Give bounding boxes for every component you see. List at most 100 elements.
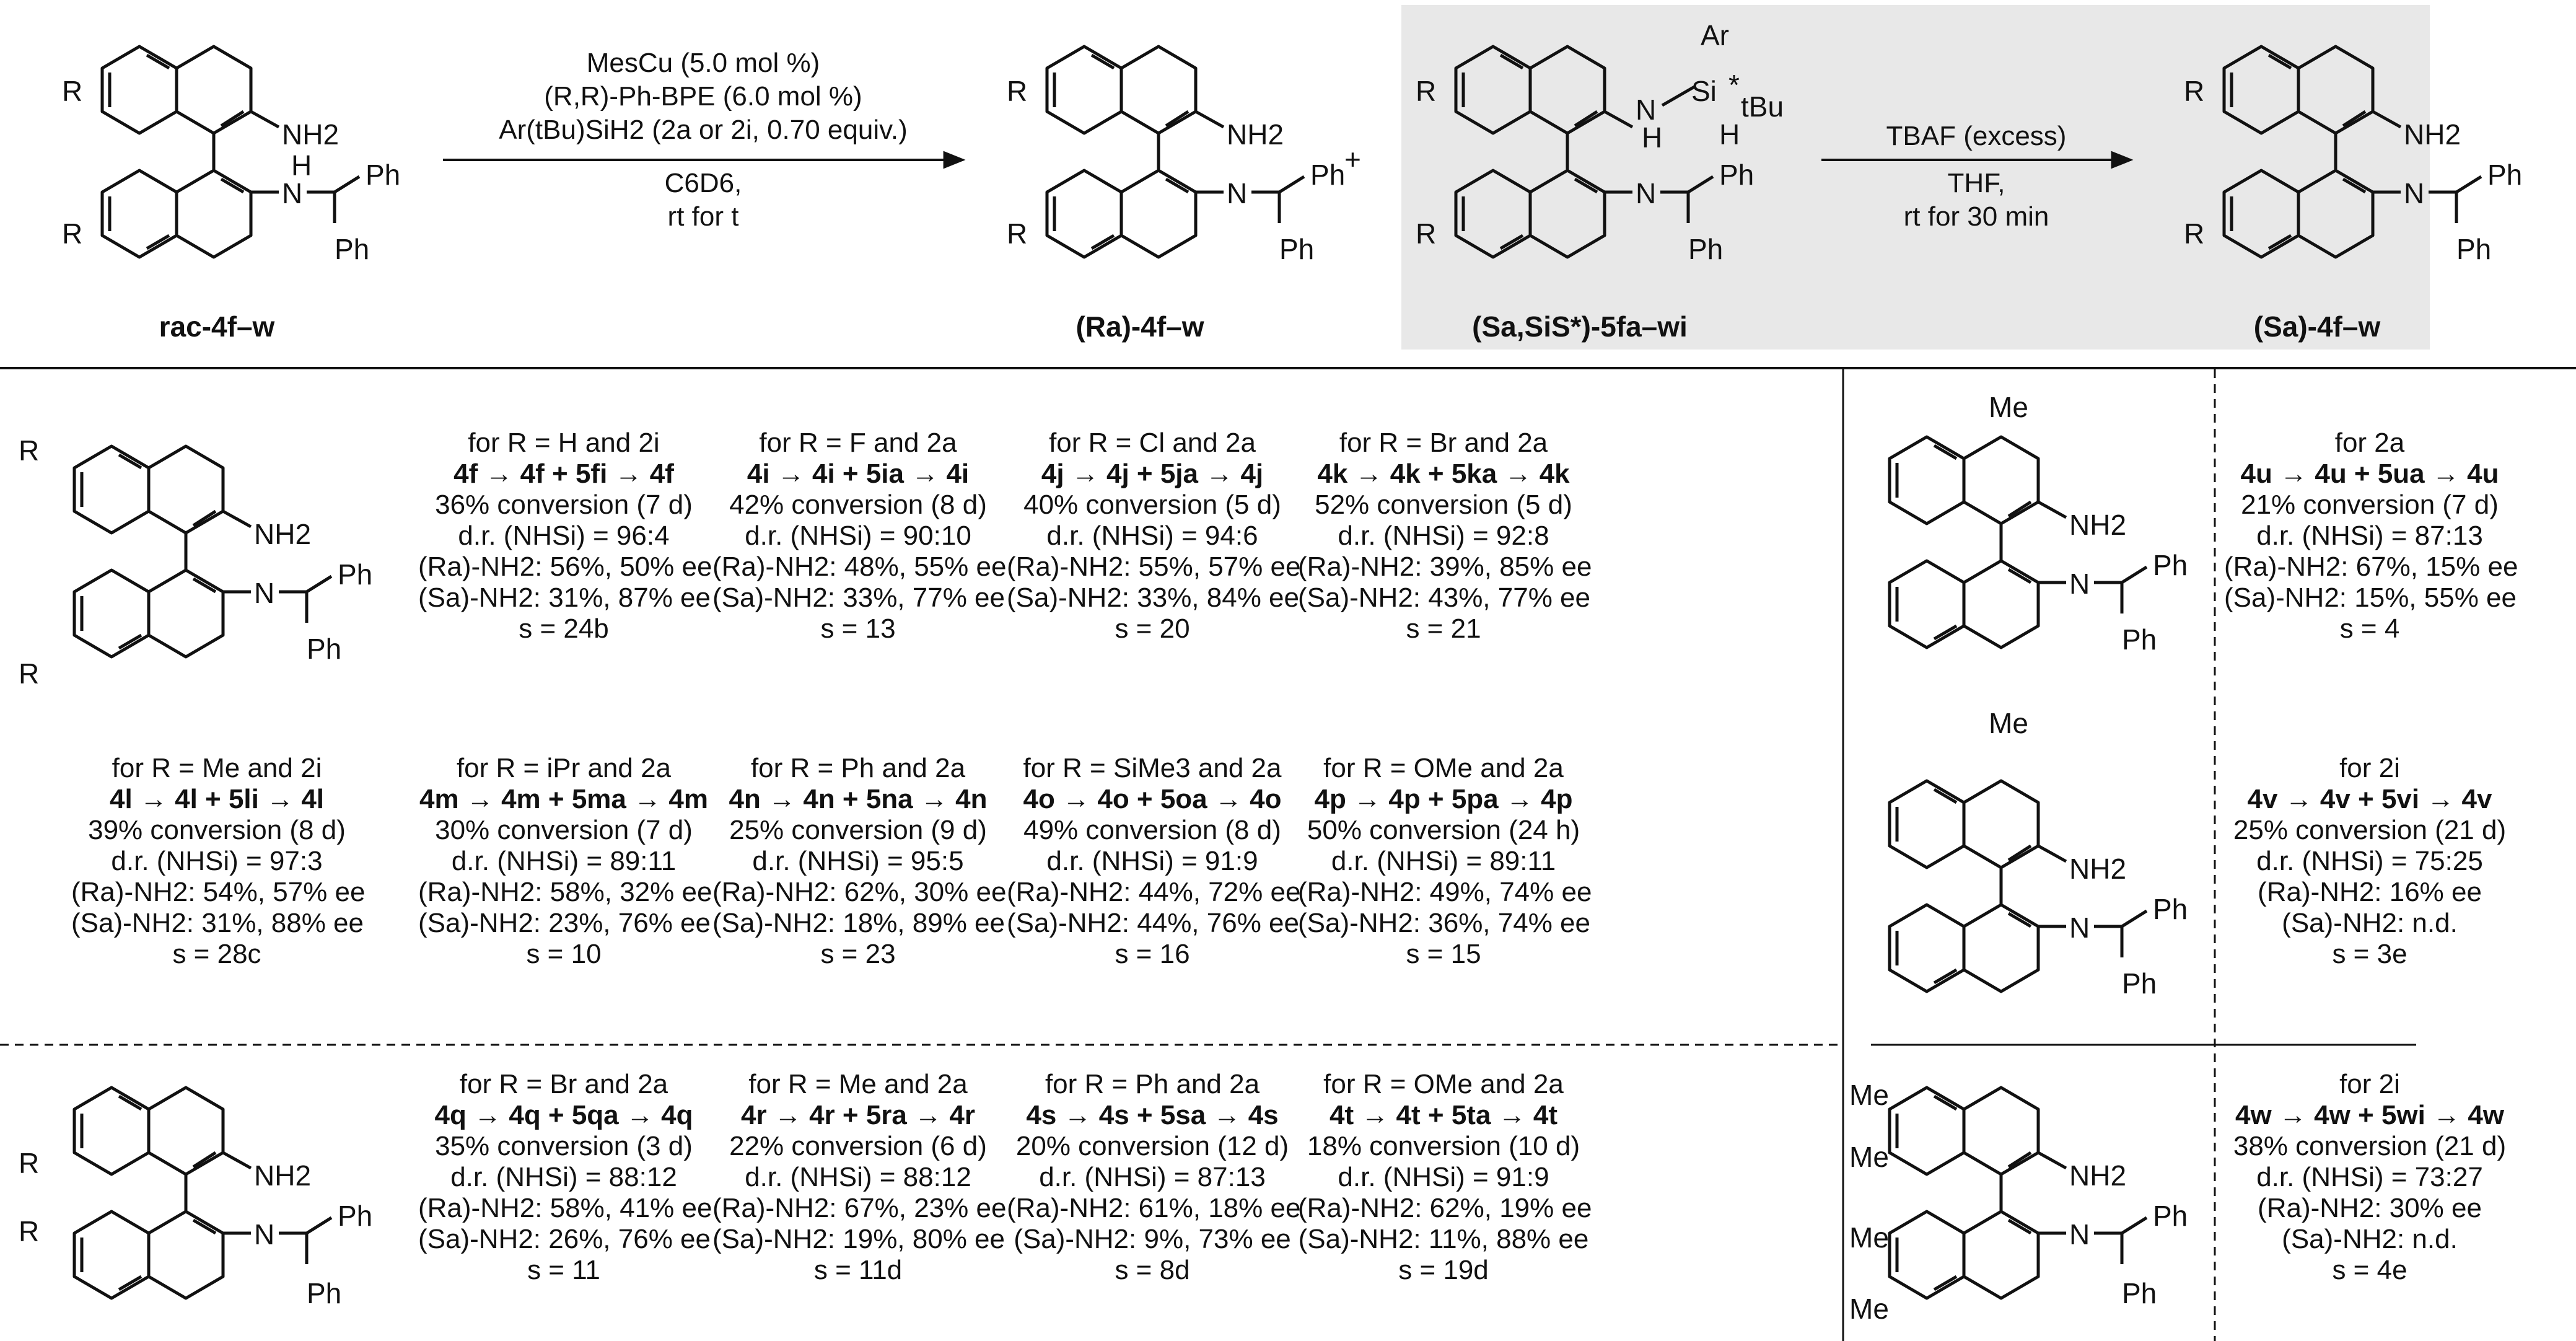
atom-Me-u1: Me xyxy=(1989,391,2028,423)
atom-Ph-u2: Ph xyxy=(2122,623,2157,656)
structure-5 xyxy=(1456,46,1713,257)
atom-Me-u2: Me xyxy=(1989,707,2028,739)
atom-Ph-7-1: Ph xyxy=(338,1200,373,1232)
entry-s: s = 11 xyxy=(527,1255,600,1285)
entry-rxn: 4u → 4u + 5ua → 4u xyxy=(2240,459,2499,489)
entry-rxn: 4k → 4k + 5ka → 4k xyxy=(1317,459,1570,489)
entry-ra: (Ra)-NH2: 56%, 50% ee xyxy=(418,552,712,582)
atom-NH2-p1: NH2 xyxy=(1227,118,1284,151)
atom-NH2-v: NH2 xyxy=(2069,853,2127,885)
entry-cond: for R = Cl and 2a xyxy=(1049,428,1256,458)
entry-conv: 52% conversion (5 d) xyxy=(1315,490,1572,520)
atom-N-v: N xyxy=(2069,912,2090,944)
entry-dr: d.r. (NHSi) = 90:10 xyxy=(745,521,971,551)
entry-ra: (Ra)-NH2: 44%, 72% ee xyxy=(1007,877,1301,907)
structure-4w xyxy=(1890,1088,2147,1298)
entry-dr: d.r. (NHSi) = 97:3 xyxy=(111,846,323,876)
entry-conv: 25% conversion (9 d) xyxy=(729,815,987,845)
entry-dr: d.r. (NHSi) = 88:12 xyxy=(745,1162,971,1192)
entry-conv: 21% conversion (7 d) xyxy=(2241,490,2499,520)
entry-conv: 49% conversion (8 d) xyxy=(1023,815,1281,845)
atom-R-6: R xyxy=(1416,218,1437,250)
atom-R-11: R xyxy=(19,1147,40,1179)
atom-Ph-p1-2: Ph xyxy=(1279,233,1315,265)
entry-conv: 18% conversion (10 d) xyxy=(1307,1131,1580,1161)
entry-rxn: 4r → 4r + 5ra → 4r xyxy=(741,1100,975,1130)
entry-ra: (Ra)-NH2: 39%, 85% ee xyxy=(1298,552,1592,582)
entry-rxn: 4i → 4i + 5ia → 4i xyxy=(747,459,970,489)
atom-Ph-start-2: Ph xyxy=(335,233,370,265)
entry-cond: for R = SiMe3 and 2a xyxy=(1023,753,1282,783)
entry-dr: d.r. (NHSi) = 88:12 xyxy=(450,1162,677,1192)
atom-Ph-p1-1: Ph xyxy=(1310,159,1346,191)
structure-4v xyxy=(1890,781,2147,991)
atom-NH2-7: NH2 xyxy=(254,1159,312,1192)
entry-sa: (Sa)-NH2: 44%, 76% ee xyxy=(1007,908,1299,938)
atom-Ph-w2: Ph xyxy=(2122,1277,2157,1309)
entry-dr: d.r. (NHSi) = 89:11 xyxy=(1331,846,1556,876)
entry-dr: d.r. (NHSi) = 87:13 xyxy=(1039,1162,1266,1192)
entry-s: s = 24b xyxy=(519,613,609,644)
entry-s: s = 13 xyxy=(820,613,896,644)
entry-sa: (Sa)-NH2: 36%, 74% ee xyxy=(1298,908,1590,938)
entry-rxn: 4o → 4o + 5oa → 4o xyxy=(1023,784,1282,814)
entry-conv: 42% conversion (8 d) xyxy=(729,490,987,520)
entry-sa: (Sa)-NH2: 31%, 88% ee xyxy=(71,908,364,938)
atom-R-4: R xyxy=(1007,218,1028,250)
atom-R-12: R xyxy=(19,1215,40,1247)
atom-H-Si: H xyxy=(1719,118,1740,151)
reagent-solvent: C6D6, xyxy=(664,168,742,198)
atom-Ph-5-1: Ph xyxy=(1719,159,1755,191)
entry-s: s = 11d xyxy=(813,1255,903,1285)
step2-solvent: THF, xyxy=(1947,168,2005,198)
entry-cond: for 2i xyxy=(2339,753,2400,783)
entry-rxn: 4f → 4f + 5fi → 4f xyxy=(453,459,674,489)
atom-tBu: tBu xyxy=(1741,90,1784,123)
atom-Ph-v2: Ph xyxy=(2122,967,2157,1000)
label-start: rac-4f–w xyxy=(159,310,275,343)
entry-cond: for R = H and 2i xyxy=(468,428,660,458)
entry-sa: (Sa)-NH2: 33%, 77% ee xyxy=(712,583,1005,613)
entry-s: s = 15 xyxy=(1406,939,1481,969)
entry-cond: for R = OMe and 2a xyxy=(1323,753,1564,783)
entry-sa: (Sa)-NH2: 31%, 87% ee xyxy=(418,583,711,613)
atom-Ph-6-2: Ph xyxy=(307,633,342,665)
atom-N-final: N xyxy=(2404,177,2425,209)
atom-Ph-u1: Ph xyxy=(2153,549,2188,581)
entry-conv: 35% conversion (3 d) xyxy=(435,1131,693,1161)
atom-Ar: Ar xyxy=(1701,19,1729,51)
atom-R-10: R xyxy=(19,657,40,690)
entry-sa: (Sa)-NH2: 26%, 76% ee xyxy=(418,1224,711,1254)
entry-rxn: 4q → 4q + 5qa → 4q xyxy=(434,1100,693,1130)
atom-Me-w1: Me xyxy=(1849,1079,1889,1111)
entry-dr: d.r. (NHSi) = 91:9 xyxy=(1046,846,1258,876)
structure-rac-4 xyxy=(102,46,359,257)
entry-s: s = 28c xyxy=(172,939,261,969)
atom-Ph-start-1: Ph xyxy=(366,159,401,191)
reagent-line-2: (R,R)-Ph-BPE (6.0 mol %) xyxy=(544,81,862,112)
atom-Ph-5-2: Ph xyxy=(1688,233,1724,265)
atom-H-start: H xyxy=(291,149,312,182)
atom-Si: Si xyxy=(1691,75,1717,107)
structure-Ra-4 xyxy=(1047,46,1304,257)
entry-cond: for R = Me and 2i xyxy=(112,753,322,783)
atom-N-5: N xyxy=(1636,94,1657,126)
entry-s: s = 3e xyxy=(2332,939,2407,969)
atom-N-6: N xyxy=(254,577,275,609)
entry-rxn: 4v → 4v + 5vi → 4v xyxy=(2247,784,2492,814)
entry-ra: (Ra)-NH2: 62%, 30% ee xyxy=(712,877,1007,907)
entry-s: s = 10 xyxy=(526,939,602,969)
atom-Ph-v1: Ph xyxy=(2153,893,2188,925)
entry-sa: (Sa)-NH2: 23%, 76% ee xyxy=(418,908,711,938)
entry-ra: (Ra)-NH2: 16% ee xyxy=(2258,877,2482,907)
entry-rxn: 4m → 4m + 5ma → 4m xyxy=(419,784,708,814)
